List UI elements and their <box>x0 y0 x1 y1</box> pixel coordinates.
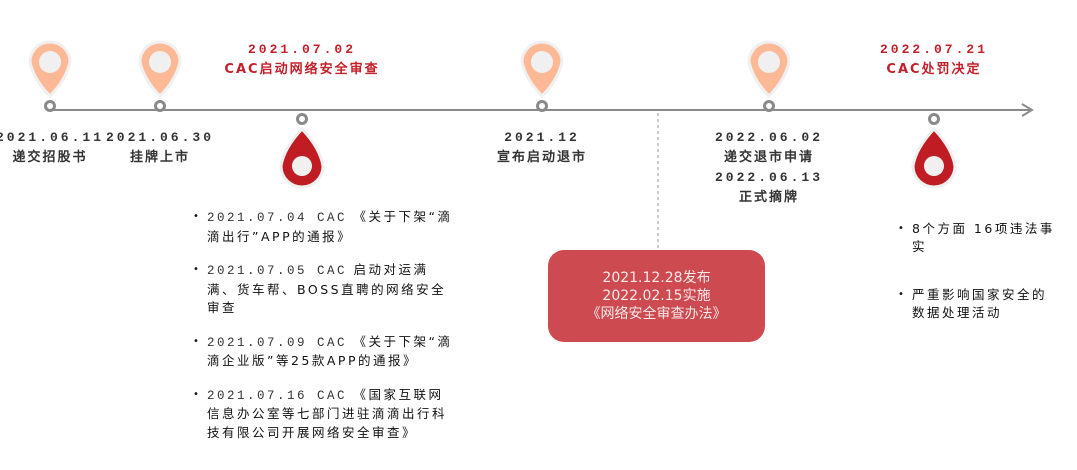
pin-hole <box>149 51 171 73</box>
timeline-node <box>928 113 940 125</box>
timeline-node <box>536 100 548 112</box>
list-item: 2021.07.05 CAC 启动对运满满、货车帮、BOSS直聘的网络安全审查 <box>193 261 455 318</box>
timeline-node <box>44 100 56 112</box>
list-item: 8个方面 16项违法事实 <box>898 220 1058 256</box>
list-item: 2021.07.16 CAC 《国家互联网信息办公室等七部门进驻滴滴出行科技有限… <box>193 386 455 443</box>
pin-hole <box>39 51 61 73</box>
pin-hole <box>531 51 553 73</box>
timeline-node <box>763 100 775 112</box>
timeline-arrow <box>1021 103 1034 117</box>
regulation-title: 《网络安全审查办法》 <box>586 306 727 322</box>
list-item: 2021.07.04 CAC 《关于下架“滴滴出行”APP的通报》 <box>193 208 455 246</box>
list-item: 2021.07.09 CAC 《关于下架“滴滴企业版”等25款APP的通报》 <box>193 333 455 371</box>
regulation-box: 2021.12.28发布 2022.02.15实施 《网络安全审查办法》 <box>548 250 765 342</box>
timeline-node <box>296 113 308 125</box>
regulation-effective: 2022.02.15实施 <box>602 288 711 304</box>
cac-actions-list: 2021.07.04 CAC 《关于下架“滴滴出行”APP的通报》 2021.0… <box>193 208 455 457</box>
pin-hole <box>924 156 944 176</box>
regulation-publish: 2021.12.28发布 <box>602 270 711 286</box>
pin-hole <box>758 51 780 73</box>
list-item: 严重影响国家安全的数据处理活动 <box>898 286 1058 322</box>
penalty-list: 8个方面 16项违法事实 严重影响国家安全的数据处理活动 <box>898 220 1058 337</box>
pin-hole <box>292 156 312 176</box>
timeline-node <box>154 100 166 112</box>
